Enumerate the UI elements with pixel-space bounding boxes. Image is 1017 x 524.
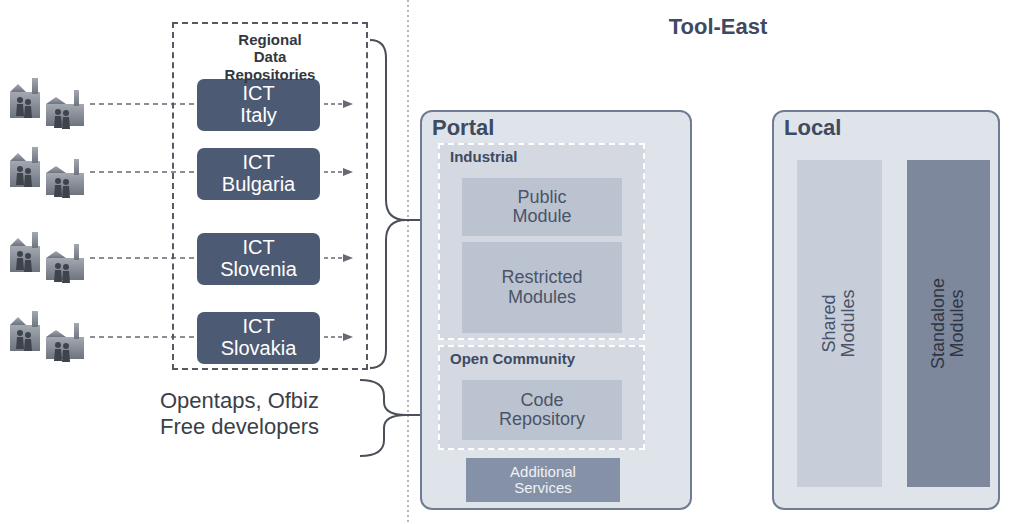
free-label: Opentaps, Ofbiz Free developers	[160, 388, 352, 441]
module-box: Public Module	[462, 178, 622, 236]
box-label: ICT Italy	[240, 83, 277, 126]
group-heading: Local	[784, 115, 988, 140]
data-flow-arrow	[324, 336, 352, 338]
data-flow-line	[90, 171, 195, 173]
local-panel: LocalShared Modules Standalone Modules	[772, 110, 1000, 510]
data-flow-line	[90, 336, 195, 338]
module-column: Standalone Modules	[907, 160, 990, 487]
box-label: Additional Services	[510, 464, 576, 496]
curly-brace	[360, 380, 406, 456]
repository-group: Regional Data RepositoriesICT ItalyICT B…	[172, 22, 368, 370]
box-label: ICT Slovakia	[221, 316, 297, 359]
portal-panel: PortalIndustrialPublic ModuleRestricted …	[420, 110, 692, 510]
box-label: ICT Slovenia	[220, 237, 297, 280]
box-label: Public Module	[512, 188, 571, 227]
group-heading: Regional Data Repositories	[225, 31, 316, 83]
factory-icon	[10, 78, 84, 129]
module-box: Restricted Modules	[462, 242, 622, 333]
section-box: Open CommunityCode Repository	[438, 345, 645, 450]
data-flow-line	[90, 257, 195, 259]
data-flow-line	[90, 103, 195, 105]
group-heading: Industrial	[450, 148, 633, 165]
factory-icon	[10, 147, 84, 198]
data-flow-arrow	[324, 103, 352, 105]
repository-box: ICT Slovakia	[197, 312, 320, 364]
factory-icon	[10, 311, 84, 362]
repository-box: ICT Bulgaria	[197, 148, 320, 200]
box-label: Shared Modules	[820, 289, 859, 357]
module-box: Code Repository	[462, 380, 622, 440]
data-flow-arrow	[324, 257, 352, 259]
diagram-title: Tool-East	[560, 14, 876, 40]
curly-brace	[370, 40, 406, 368]
box-label: Restricted Modules	[501, 268, 582, 307]
data-flow-arrow	[324, 171, 352, 173]
divider-line	[407, 0, 409, 524]
box-label: ICT Bulgaria	[222, 152, 295, 195]
module-column: Shared Modules	[797, 160, 882, 487]
repository-box: ICT Slovenia	[197, 233, 320, 285]
repository-box: ICT Italy	[197, 79, 320, 131]
box-label: Code Repository	[499, 391, 585, 430]
group-heading: Open Community	[450, 350, 633, 367]
group-heading: Portal	[432, 115, 680, 140]
service-box: Additional Services	[466, 458, 620, 502]
section-box: IndustrialPublic ModuleRestricted Module…	[438, 143, 645, 340]
box-label: Standalone Modules	[929, 278, 968, 369]
factory-icon	[10, 232, 84, 283]
